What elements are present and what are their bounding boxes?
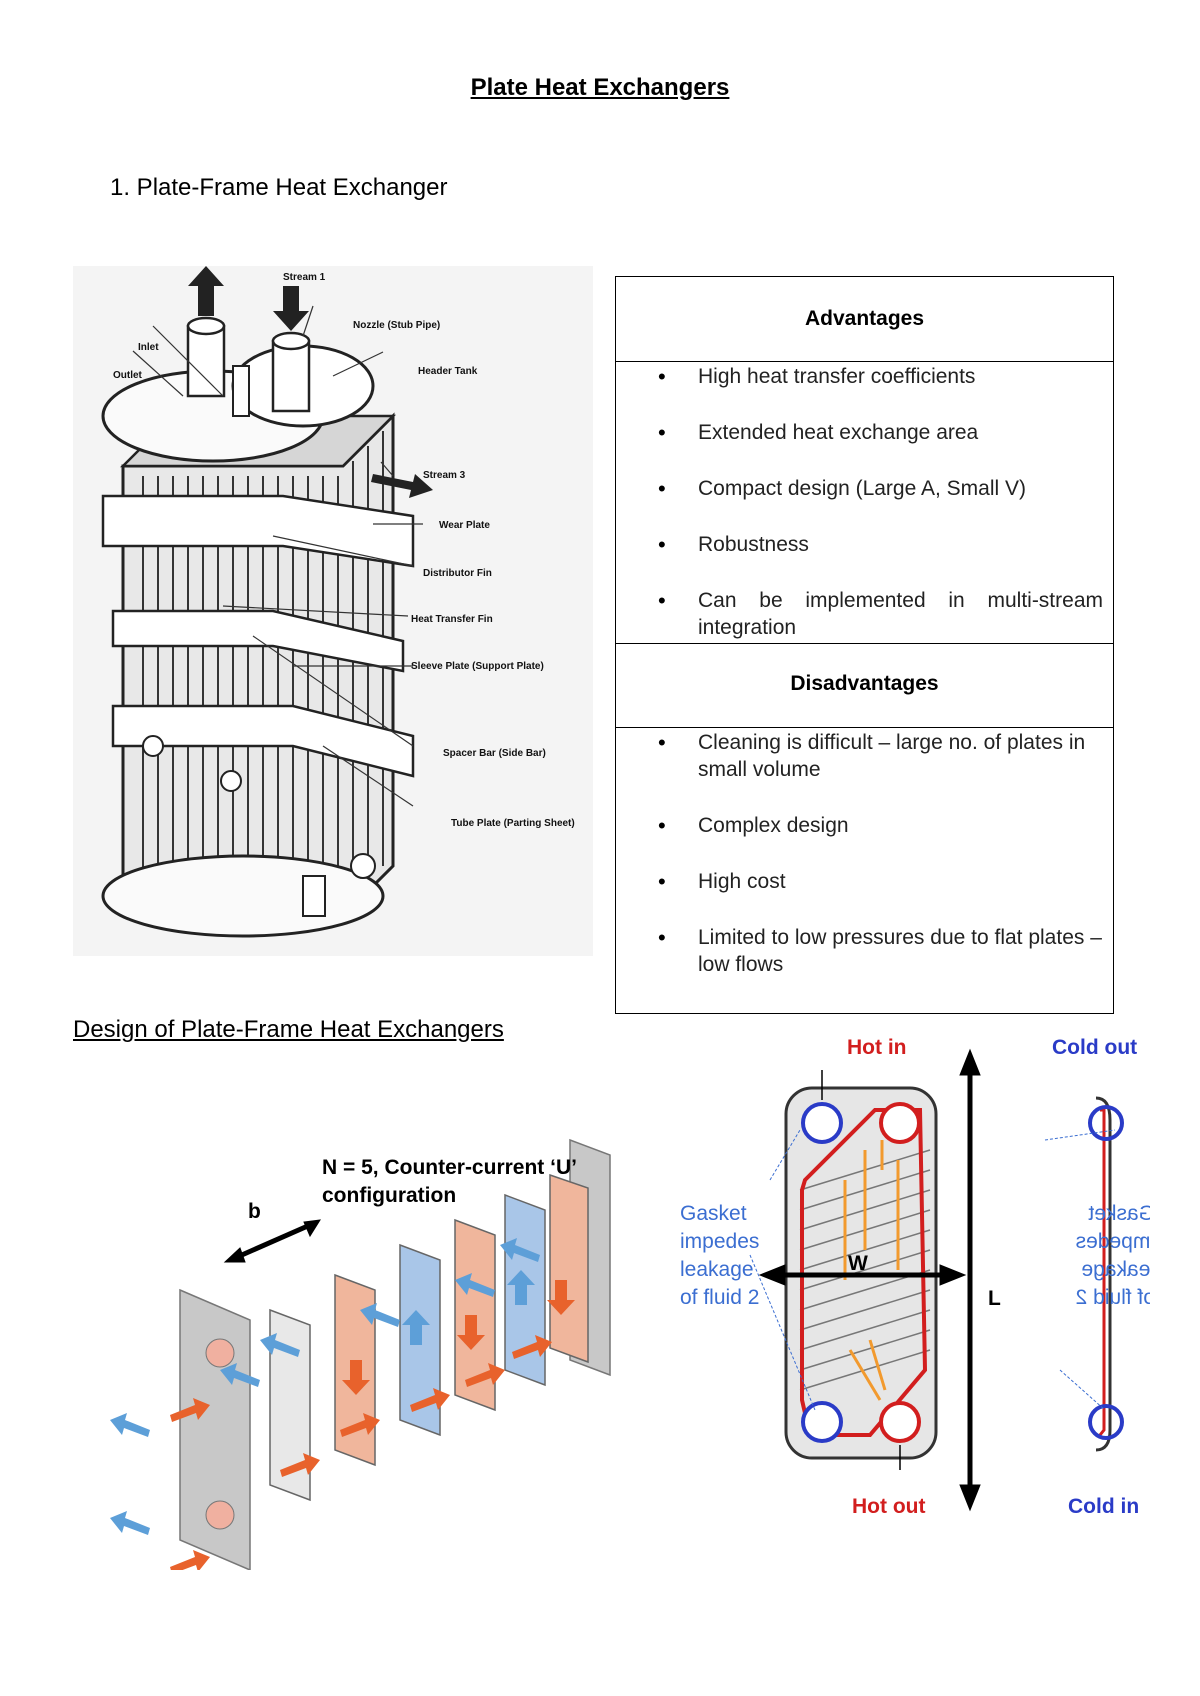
cold-out-label: Cold out — [1052, 1036, 1137, 1059]
hot-in-label: Hot in — [847, 1036, 906, 1059]
advantages-header: Advantages — [804, 307, 925, 330]
l-dimension-label: L — [988, 1287, 1001, 1310]
label-heat-transfer-fin: Heat Transfer Fin — [411, 614, 493, 625]
list-item: Limited to low pressures due to flat pla… — [616, 924, 1113, 978]
b-dimension-label: b — [248, 1200, 261, 1223]
design-heading: Design of Plate-Frame Heat Exchangers — [73, 1016, 504, 1043]
disadvantages-list: Cleaning is difficult – large no. of pla… — [616, 729, 1113, 978]
list-item: High heat transfer coefficients — [616, 363, 1113, 390]
plate-fin-exchanger-illustration: Stream 1 Nozzle (Stub Pipe) Inlet Outlet… — [73, 266, 593, 956]
list-item: Extended heat exchange area — [616, 419, 1113, 446]
label-tube-plate: Tube Plate (Parting Sheet) — [451, 818, 575, 829]
single-plate-diagram: Hot in Cold out Hot out Cold in W L Gask… — [680, 1036, 1150, 1518]
table-divider — [616, 727, 1113, 728]
section-heading: 1. Plate-Frame Heat Exchanger — [110, 174, 448, 201]
label-wear-plate: Wear Plate — [439, 520, 490, 531]
document-title: Plate Heat Exchangers — [470, 74, 730, 101]
list-item: High cost — [616, 868, 1113, 895]
label-inlet: Inlet — [138, 342, 159, 353]
table-divider — [616, 643, 1113, 644]
label-sleeve-plate: Sleeve Plate (Support Plate) — [411, 661, 544, 672]
gasket-note-mirrored: Gasket impedes leakage of fluid 2 — [1076, 1202, 1150, 1309]
gasket-note-line-mirrored: Gasket — [1088, 1202, 1150, 1225]
cold-in-label: Cold in — [1068, 1495, 1139, 1518]
label-nozzle: Nozzle (Stub Pipe) — [353, 320, 440, 331]
list-item: Robustness — [616, 531, 1113, 558]
gasket-note-line-mirrored: impedes — [1076, 1230, 1150, 1253]
label-header-tank: Header Tank — [418, 366, 478, 377]
w-dimension-label: W — [848, 1252, 868, 1275]
configuration-label-line2: configuration — [322, 1184, 456, 1207]
hot-out-label: Hot out — [852, 1495, 925, 1518]
list-item: Can be implemented in multi-stream integ… — [616, 587, 1113, 641]
label-outlet: Outlet — [113, 370, 143, 381]
disadvantages-header: Disadvantages — [790, 672, 939, 695]
gasket-note-line: Gasket — [680, 1202, 747, 1225]
label-distributor-fin: Distributor Fin — [423, 568, 492, 579]
plate-pack-exploded-diagram: b N = 5, Counter-current ‘U’ configurati… — [110, 1138, 611, 1570]
advantages-list: High heat transfer coefficients Extended… — [616, 363, 1113, 641]
list-item: Complex design — [616, 812, 1113, 839]
label-spacer-bar: Spacer Bar (Side Bar) — [443, 748, 546, 759]
advantages-disadvantages-table: Advantages High heat transfer coefficien… — [615, 276, 1114, 1014]
gasket-note-line-mirrored: leakage — [1081, 1258, 1150, 1281]
configuration-label-line1: N = 5, Counter-current ‘U’ — [322, 1156, 577, 1179]
list-item: Compact design (Large A, Small V) — [616, 475, 1113, 502]
list-item: Cleaning is difficult – large no. of pla… — [616, 729, 1113, 783]
gasket-note-line-mirrored: of fluid 2 — [1076, 1286, 1150, 1309]
gasket-note-line: leakage — [680, 1258, 754, 1281]
table-divider — [616, 361, 1113, 362]
label-stream3: Stream 3 — [423, 470, 466, 481]
gasket-note-line: of fluid 2 — [680, 1286, 759, 1309]
gasket-note-line: impedes — [680, 1230, 759, 1253]
gasket-note: Gasket impedes leakage of fluid 2 — [680, 1202, 759, 1309]
label-stream1: Stream 1 — [283, 272, 326, 283]
